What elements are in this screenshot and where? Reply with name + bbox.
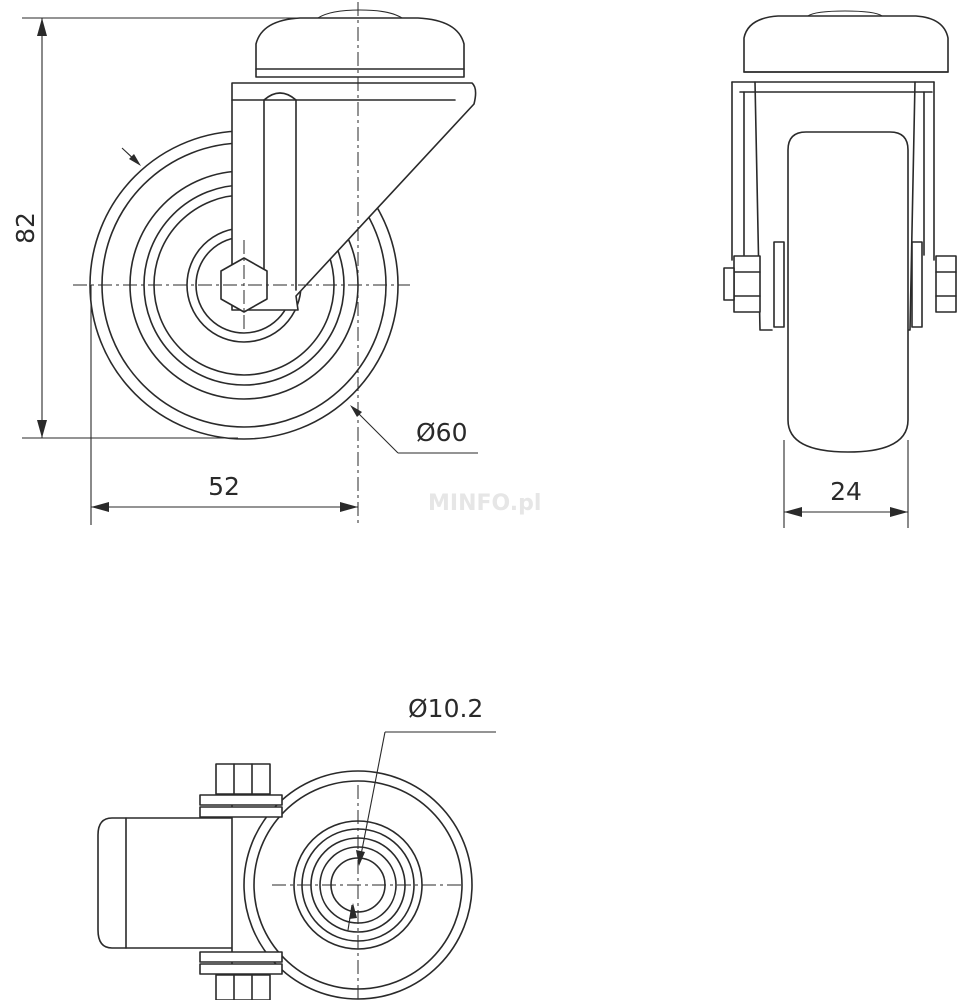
dim-height-label: 82 [11,212,40,244]
dim-height [22,17,300,439]
front-nut-right [935,255,957,313]
side-top-plate [255,17,465,78]
top-wheel-tread [97,817,239,949]
top-nut-upper [215,763,271,795]
dim-width [90,285,358,525]
top-view [97,731,496,1000]
dim-wheel-diameter-label: Ø60 [416,418,468,447]
front-wheel [787,131,909,453]
front-view [723,10,957,528]
dim-width-label: 52 [208,472,240,501]
watermark: MINFO.pl [428,491,541,516]
front-nut-left [733,255,761,313]
dim-wheel-width [783,440,909,528]
top-nut-lower [215,974,271,1000]
dim-wheel-width-label: 24 [830,477,862,506]
dim-wheel-diameter [121,147,478,454]
side-fork [231,82,477,311]
dim-bolt-hole [347,731,496,931]
side-view [22,2,478,525]
dim-bolt-hole-label: Ø10.2 [408,694,483,723]
front-top-plate [743,15,949,73]
